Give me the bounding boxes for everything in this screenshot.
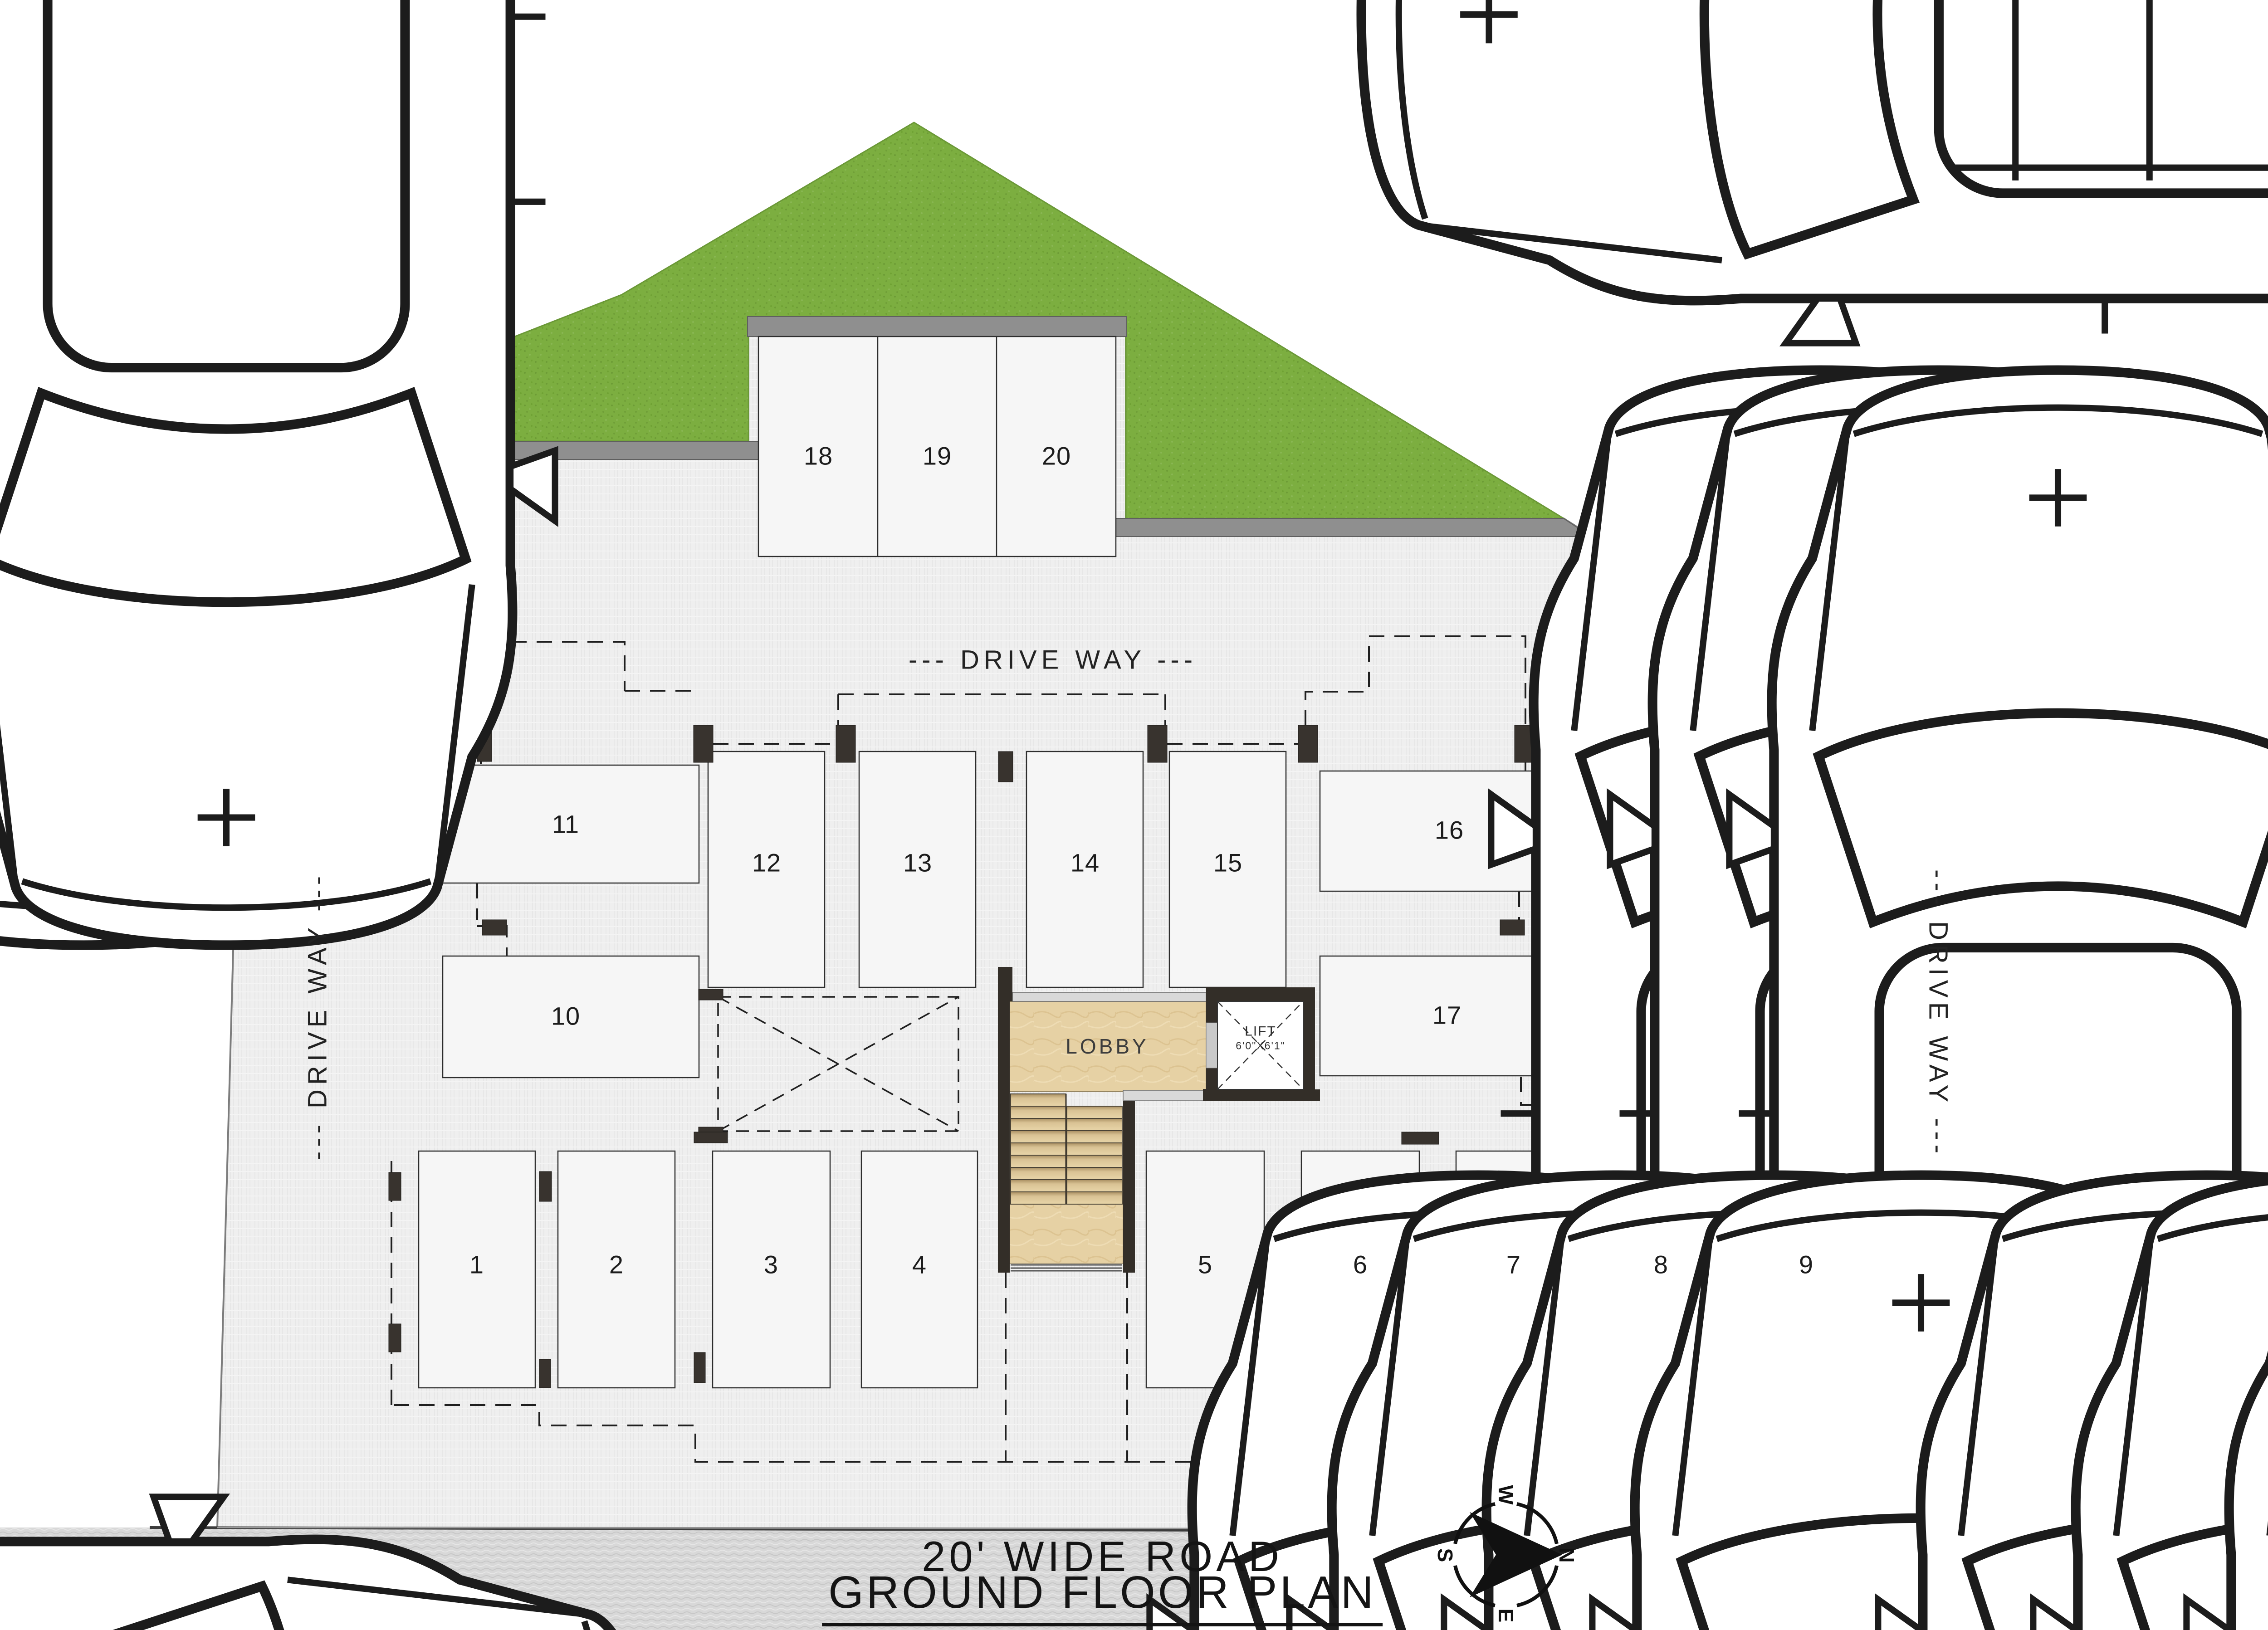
parking-spot-label-9: 9 xyxy=(1799,1250,1814,1279)
compass-north-label: N xyxy=(1555,1547,1579,1563)
staircase xyxy=(998,1001,1135,1273)
parking-spot-label-6: 6 xyxy=(1353,1250,1368,1279)
lift-shaft xyxy=(1206,987,1320,1101)
lift-size: 6'0"X6'1" xyxy=(1236,1039,1286,1052)
parking-spot-label-14: 14 xyxy=(1070,848,1100,877)
dashed-x-box xyxy=(717,996,959,1132)
parking-spot-label-15: 15 xyxy=(1213,848,1243,877)
driveway-label-top: --- DRIVE WAY --- xyxy=(908,645,1198,675)
lift-label: LIFT 6'0"X6'1" xyxy=(1236,1024,1286,1052)
road-label: 20' WIDE ROAD xyxy=(922,1532,1283,1580)
driveway-label-right: --- DRIVE WAY --- xyxy=(1923,869,1953,1158)
parking-spot-label-12: 12 xyxy=(752,848,782,877)
lift-title: LIFT xyxy=(1245,1024,1276,1039)
parking-spot-label-1: 1 xyxy=(469,1250,484,1279)
compass-east-label: E xyxy=(1494,1608,1518,1623)
top-parking-block xyxy=(758,336,1117,557)
driveway-label-left: --- DRIVE WAY --- xyxy=(303,871,332,1161)
compass-west-label: W xyxy=(1494,1485,1518,1505)
parking-spot-label-7: 7 xyxy=(1506,1250,1521,1279)
parking-spot-label-19: 19 xyxy=(922,441,952,470)
car-icon-17 xyxy=(1361,0,2268,343)
parking-spot-label-16: 16 xyxy=(1434,815,1464,844)
page-title: GROUND FLOOR PLAN xyxy=(822,1567,1383,1626)
lobby-label: LOBBY xyxy=(1066,1035,1149,1058)
parking-spot-label-13: 13 xyxy=(903,848,933,877)
parking-spot-label-3: 3 xyxy=(763,1250,779,1279)
parking-spot-label-4: 4 xyxy=(912,1250,927,1279)
parking-spot-label-5: 5 xyxy=(1198,1250,1213,1279)
compass-icon xyxy=(1453,1502,1562,1607)
lobby-area xyxy=(998,967,1226,1101)
parking-spot-label-11: 11 xyxy=(552,810,580,839)
parking-spot-label-18: 18 xyxy=(803,441,833,470)
parking-spot-label-2: 2 xyxy=(609,1250,624,1279)
parking-spot-label-20: 20 xyxy=(1041,441,1071,470)
parking-spot-label-17: 17 xyxy=(1432,1000,1462,1030)
parking-spot-label-10: 10 xyxy=(551,1001,581,1030)
compass-south-label: S xyxy=(1433,1548,1457,1562)
parking-spot-label-8: 8 xyxy=(1653,1250,1669,1279)
